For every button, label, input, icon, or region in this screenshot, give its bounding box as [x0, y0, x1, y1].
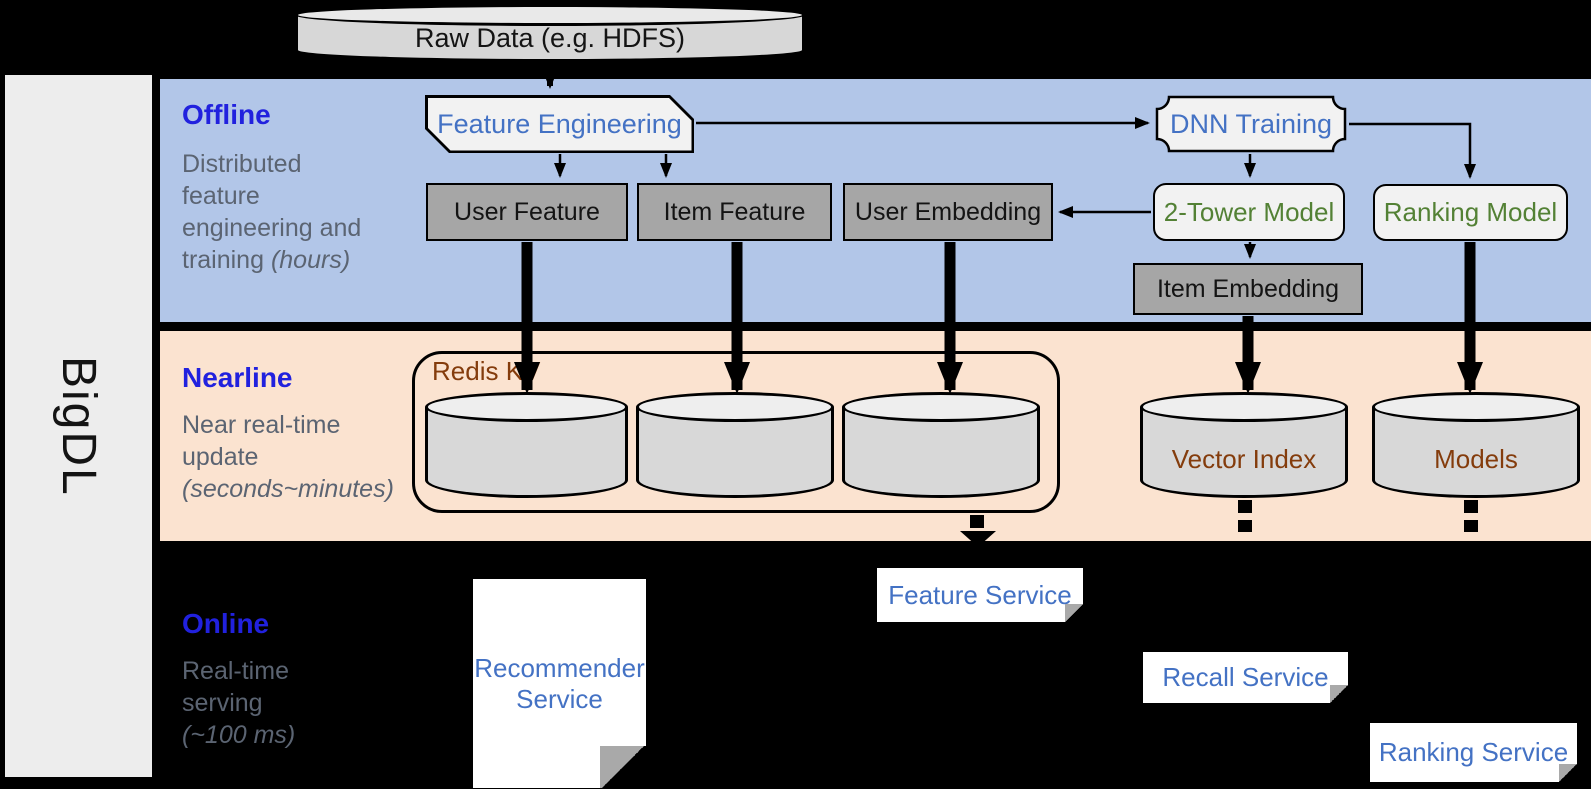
- page-fold-icon: [600, 746, 646, 788]
- offline-title: Offline: [182, 99, 271, 130]
- offline-subtitle: Distributed feature engineering and trai…: [182, 150, 362, 274]
- ranking-service-doc: Ranking Service: [1370, 723, 1577, 782]
- node-two-tower-model: 2-Tower Model: [1153, 183, 1345, 241]
- recall-service-label: Recall Service: [1162, 662, 1329, 692]
- feature-engineering-label: Feature Engineering: [437, 108, 682, 139]
- raw-data-label: Raw Data (e.g. HDFS): [414, 22, 686, 53]
- offline-label-block: Offline Distributed feature engineering …: [182, 99, 412, 276]
- recommender-service-doc: Recommender Service: [473, 579, 646, 788]
- node-user-feature: User Feature: [426, 183, 628, 241]
- kv-cylinder-1: [425, 392, 628, 498]
- recall-service-doc: Recall Service: [1143, 652, 1348, 703]
- vector-index-label: Vector Index: [1171, 443, 1317, 474]
- online-title: Online: [182, 608, 270, 639]
- redis-kv-label: Redis KV: [432, 356, 541, 386]
- node-item-embedding: Item Embedding: [1133, 263, 1363, 315]
- nearline-label-block: Nearline Near real-time update (seconds~…: [182, 362, 422, 505]
- bigdl-sidebar: BigDL: [5, 75, 152, 777]
- models-label: Models: [1434, 443, 1518, 474]
- vector-index-cylinder: Vector Index: [1140, 392, 1348, 498]
- kv-cylinder-3: [842, 392, 1040, 498]
- online-subtitle: Real-time serving (~100 ms): [182, 657, 296, 749]
- node-ranking-model: Ranking Model: [1373, 184, 1568, 241]
- recommender-service-label: Recommender Service: [474, 652, 645, 714]
- page-fold-icon: [1330, 685, 1348, 703]
- page-fold-icon: [1065, 604, 1083, 622]
- ranking-service-label: Ranking Service: [1378, 737, 1569, 767]
- models-cylinder: Models: [1372, 392, 1580, 498]
- nearline-subtitle: Near real-time update (seconds~minutes): [182, 411, 394, 503]
- node-user-embedding: User Embedding: [843, 183, 1053, 241]
- raw-data-cylinder: Raw Data (e.g. HDFS): [295, 4, 805, 62]
- plaque-shape: [1155, 95, 1347, 153]
- kv-cylinder-2: [636, 392, 834, 498]
- node-feature-engineering: Feature Engineering: [425, 95, 694, 153]
- page-fold-icon: [1559, 764, 1577, 782]
- bigdl-logo-text: BigDL: [52, 355, 105, 497]
- nearline-title: Nearline: [182, 362, 293, 393]
- online-label-block: Online Real-time serving (~100 ms): [182, 608, 412, 751]
- feature-service-doc: Feature Service: [877, 568, 1083, 622]
- node-dnn-training: DNN Training: [1155, 95, 1347, 153]
- dnn-training-label: DNN Training: [1169, 108, 1333, 139]
- feature-service-label: Feature Service: [888, 579, 1072, 610]
- node-item-feature: Item Feature: [637, 183, 832, 241]
